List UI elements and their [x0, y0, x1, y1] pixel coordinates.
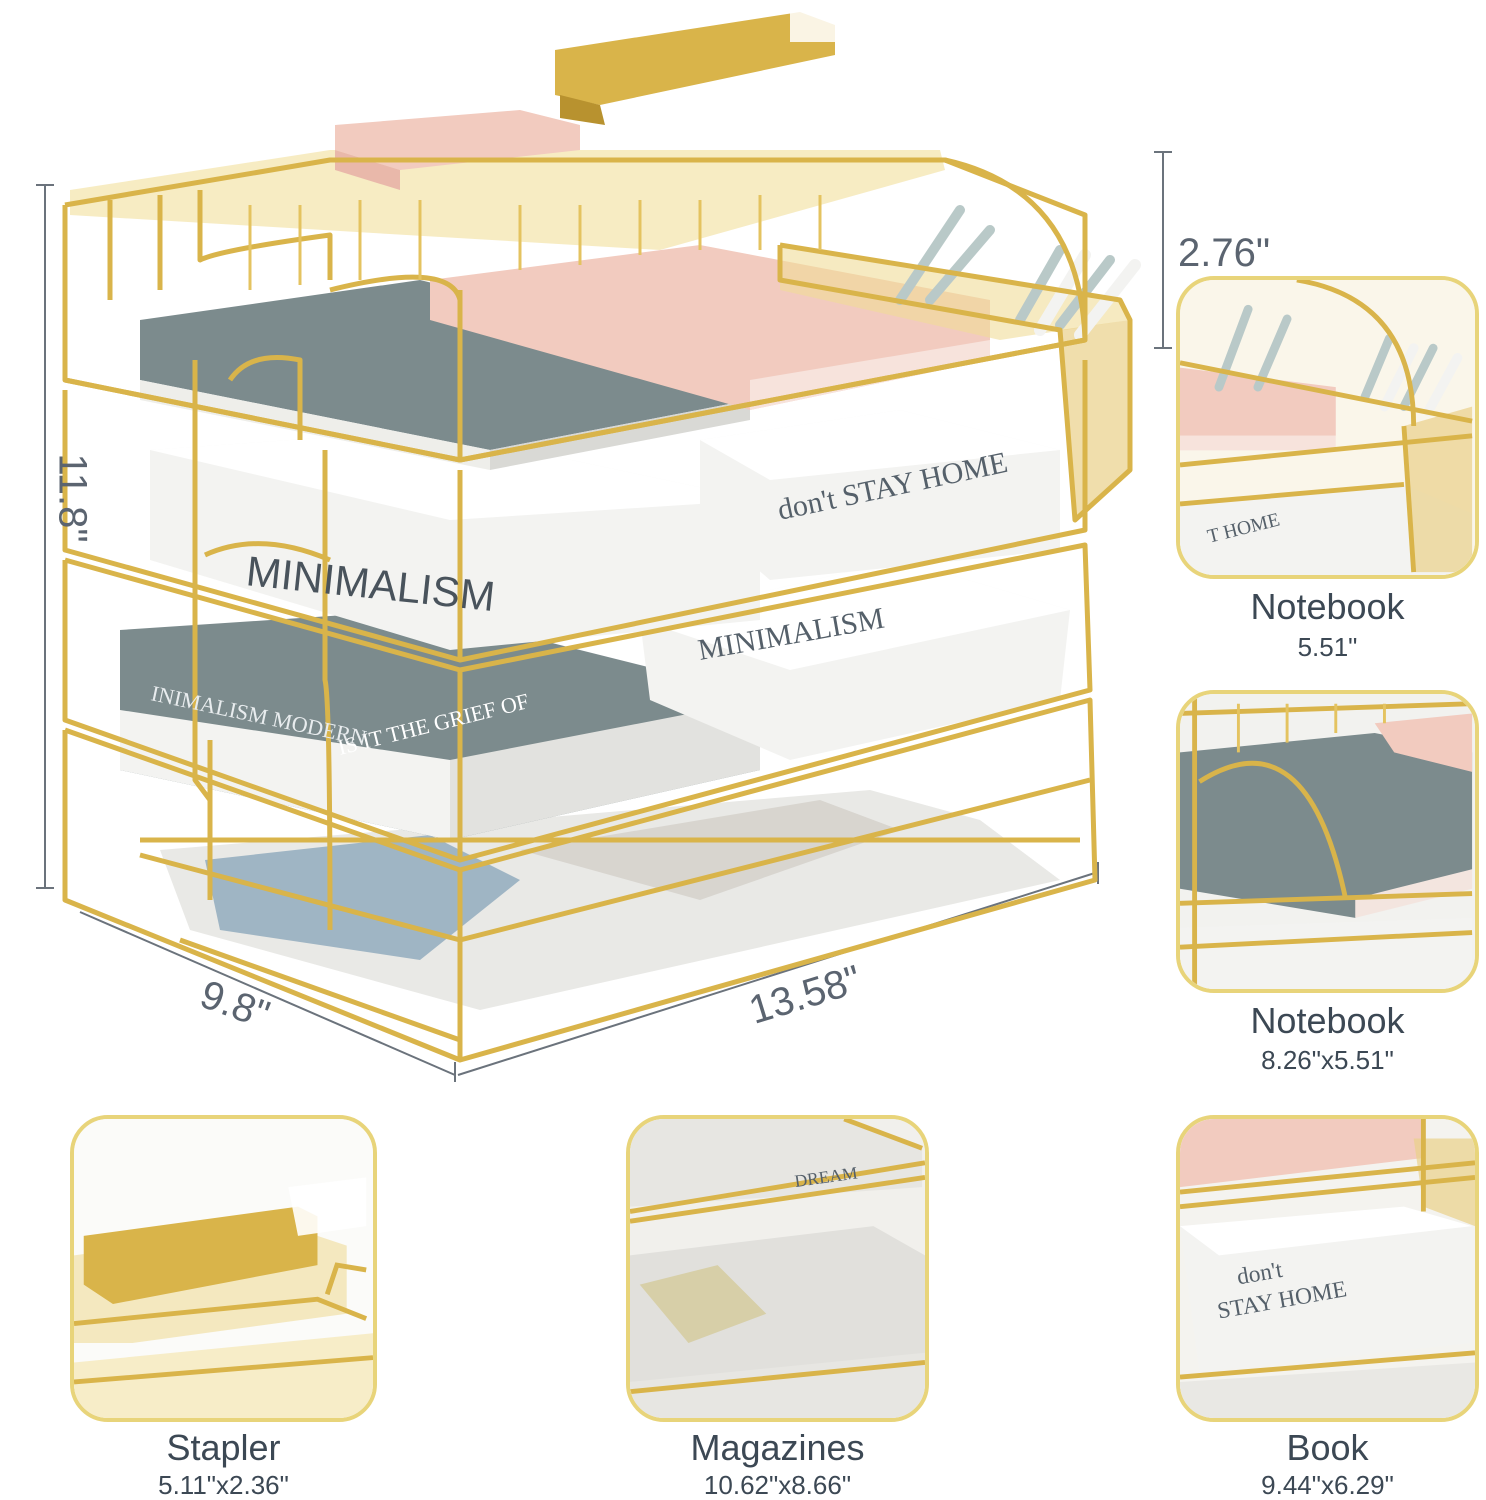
detail-caption-title-1: Notebook [1250, 586, 1405, 627]
top-tier-dimension: 2.76" [1178, 231, 1271, 275]
detail-tile-magazines: DREAM [626, 1115, 929, 1422]
height-dimension: 11.8" [50, 453, 95, 543]
detail-caption-title-3: Stapler [166, 1427, 281, 1468]
detail-caption-size-4: 10.62"x8.66" [703, 1470, 852, 1500]
detail-caption-title-4: Magazines [690, 1427, 865, 1468]
detail-tile-notebook [1176, 690, 1479, 993]
dimension-lines [36, 151, 1172, 1082]
detail-caption-title-2: Notebook [1250, 1000, 1405, 1041]
detail-tile-stapler [70, 1115, 377, 1422]
detail-tile-pen-holder: T HOME [1176, 276, 1479, 579]
detail-caption-size-2: 8.26"x5.51" [1261, 1045, 1394, 1075]
detail-caption-title-5: Book [1286, 1427, 1369, 1468]
detail-tile-book: don't STAY HOME [1176, 1115, 1479, 1422]
detail-caption-size-3: 5.11"x2.36" [158, 1470, 289, 1500]
detail-caption-size-1: 5.51" [1297, 632, 1358, 662]
detail-caption-size-5: 9.44"x6.29" [1261, 1470, 1394, 1500]
